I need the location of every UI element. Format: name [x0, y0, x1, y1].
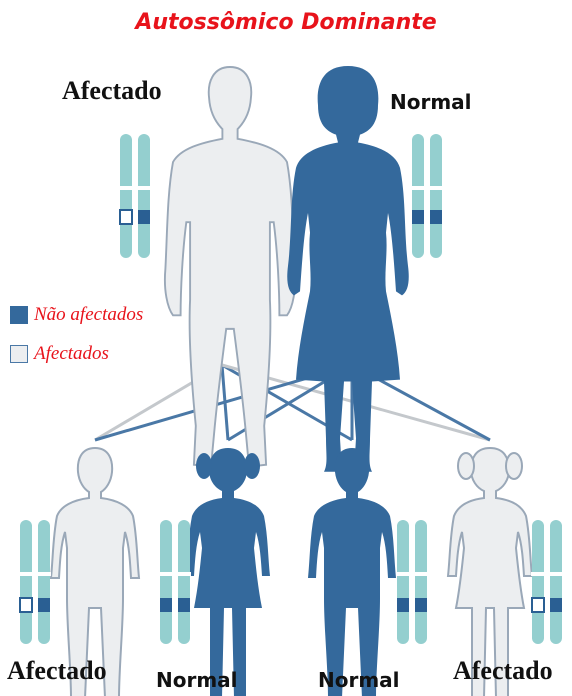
legend-label-unaffected: Não afectados [34, 304, 143, 326]
child3-chromosomes [396, 520, 428, 644]
legend-label-affected: Afectados [34, 343, 109, 365]
legend-item-affected: Afectados [10, 343, 109, 365]
child2-chromosomes [159, 520, 191, 644]
inheritance-lines [95, 365, 490, 440]
child3-label: Normal [318, 668, 400, 692]
mother-chromosomes [411, 134, 443, 258]
child1-chromosomes [19, 520, 51, 644]
child2-figure [186, 448, 270, 696]
child2-label: Normal [156, 668, 238, 692]
affected-swatch [10, 345, 28, 363]
legend-item-unaffected: Não afectados [10, 304, 143, 326]
father-chromosomes [119, 134, 151, 258]
child3-figure [308, 448, 396, 696]
father-figure [165, 67, 295, 467]
child4-label: Afectado [453, 656, 553, 686]
unaffected-swatch [10, 306, 28, 324]
father-label: Afectado [62, 76, 162, 106]
child4-chromosomes [531, 520, 563, 644]
mother-label: Normal [390, 90, 472, 114]
child1-label: Afectado [7, 656, 107, 686]
